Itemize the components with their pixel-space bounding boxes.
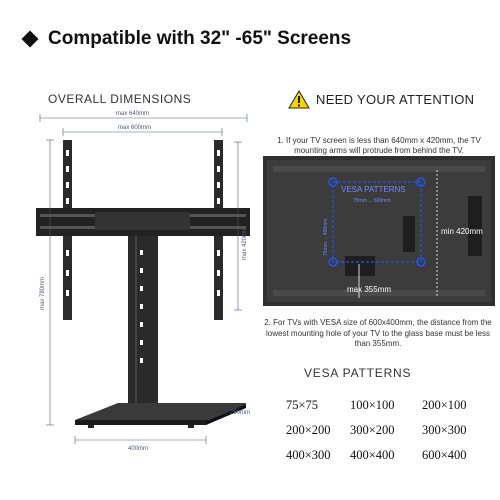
max-height-total-label: max 780mm — [40, 277, 46, 310]
vesa-pattern-item: 400×400 — [350, 448, 395, 462]
base-depth-label: 260mm — [230, 410, 250, 416]
support-column — [128, 236, 158, 420]
vesa-pattern-label: VESA PATTERNS — [341, 185, 406, 194]
measurement-arrows — [358, 170, 438, 298]
overall-dimensions-title: OVERALL DIMENSIONS — [48, 92, 192, 106]
vesa-patterns-title: VESA PATTERNS — [304, 366, 412, 380]
vesa-pattern-item: 75×75 — [286, 398, 319, 412]
warning-icon — [288, 90, 310, 109]
vesa-vertical-label: 75mm ... 400mm — [323, 218, 329, 256]
vesa-horizontal-label: 75mm ... 600mm — [353, 198, 391, 204]
vesa-pattern-item: 300×200 — [350, 423, 395, 437]
vesa-pattern-outline — [332, 181, 422, 263]
vesa-pattern-item: 100×100 — [350, 398, 395, 412]
stand-diagram: max 640mm max 600mm — [36, 111, 250, 452]
vesa-pattern-item: 400×300 — [286, 448, 331, 462]
crossbar — [36, 208, 250, 236]
vesa-pattern-item: 300×300 — [422, 423, 467, 437]
max-width-inner-label: max 600mm — [118, 125, 151, 131]
max-width-outer-label: max 640mm — [116, 111, 149, 117]
width-dimension-lines — [39, 114, 248, 136]
attention-title: NEED YOUR ATTENTION — [316, 92, 475, 107]
glass-base — [75, 403, 246, 428]
attention-note-2: 2. For TVs with VESA size of 600x400mm, … — [264, 318, 492, 348]
height-dimension-lines — [46, 139, 247, 444]
diamond-bullet-icon — [21, 30, 39, 48]
attention-heading: NEED YOUR ATTENTION — [288, 90, 474, 109]
arm-holes — [66, 150, 220, 296]
page-header: Compatible with 32" -65" Screens — [21, 28, 352, 50]
min-height-label: min 420mm — [441, 227, 483, 236]
max-height-mount-label: max 420mm — [242, 227, 248, 260]
vesa-mount-holes — [328, 177, 426, 267]
vesa-pattern-item: 600×400 — [422, 448, 467, 462]
base-width-label: 400mm — [128, 446, 148, 452]
max-drop-label: max 355mm — [347, 285, 391, 294]
tv-back-photo: VESA PATTERNS 75mm ... 600mm 75mm ... 40… — [263, 156, 495, 306]
vesa-pattern-item: 200×100 — [422, 398, 467, 412]
vesa-pattern-item: 200×200 — [286, 423, 331, 437]
header-title: Compatible with 32" -65" Screens — [48, 28, 352, 49]
vesa-patterns-grid: 75×75 100×100 200×100 200×200 300×200 30… — [286, 398, 492, 463]
attention-note-1: 1. If your TV screen is less than 640mm … — [277, 136, 481, 155]
